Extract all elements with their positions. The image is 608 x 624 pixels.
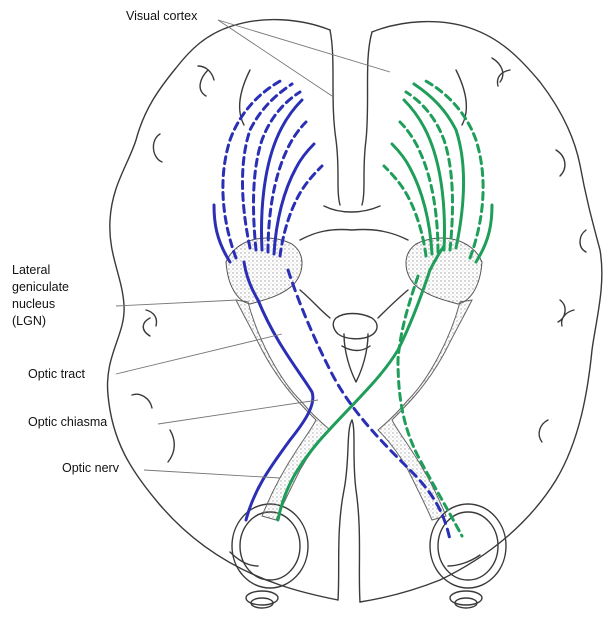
label-lgn-line-3: nucleus — [12, 296, 69, 313]
leader-visual-cortex-right — [218, 20, 390, 72]
label-visual-cortex: Visual cortex — [126, 8, 197, 25]
label-lgn-line-1: Lateral — [12, 262, 69, 279]
label-optic-nerve: Optic nerv — [62, 460, 119, 477]
brain-outline — [108, 20, 602, 608]
label-lgn-line-2: geniculate — [12, 279, 69, 296]
leader-optic-chiasma — [158, 400, 318, 424]
leader-optic-nerve — [144, 470, 280, 478]
label-lgn-line-4: (LGN) — [12, 313, 69, 330]
leader-lgn — [116, 300, 238, 306]
label-optic-chiasma: Optic chiasma — [28, 414, 107, 431]
leader-optic-tract — [116, 334, 282, 374]
label-lgn: Lateral geniculate nucleus (LGN) — [12, 262, 69, 330]
label-optic-tract: Optic tract — [28, 366, 85, 383]
